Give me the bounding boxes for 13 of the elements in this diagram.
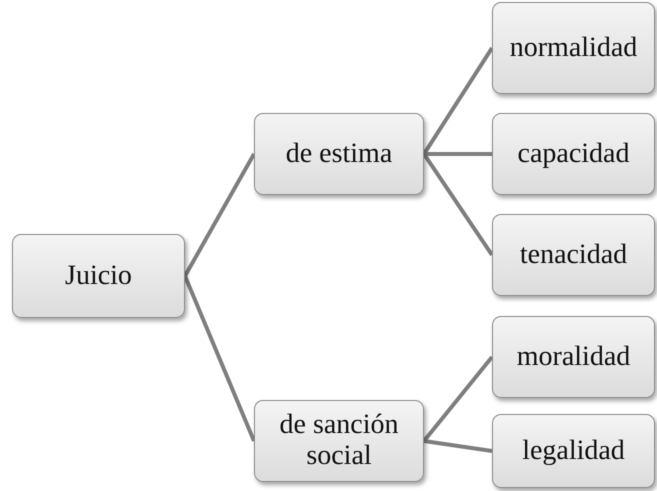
category-box: moralidad [492,316,655,398]
category-box: de sanción social [254,400,424,482]
connector-line [424,152,492,156]
category-box: Juicio [12,234,185,318]
category-box: tenacidad [492,214,655,296]
category-box: de estima [254,113,424,195]
connector-line [424,439,492,453]
category-box: capacidad [492,113,655,195]
connector-line [422,356,494,442]
category-box: normalidad [492,2,655,94]
connector-line [183,153,256,277]
category-box: legalidad [492,414,655,488]
connector-line [183,275,256,442]
